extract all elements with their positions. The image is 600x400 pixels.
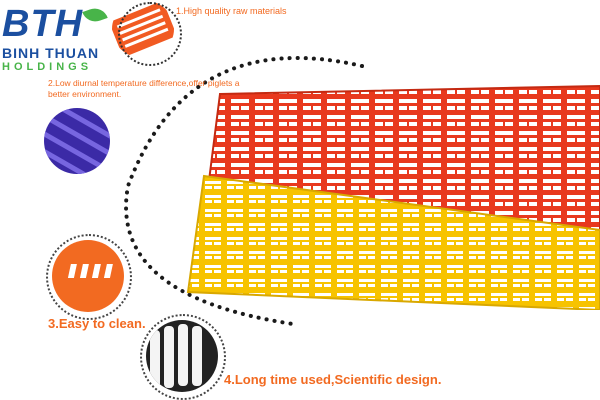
brand-subtitle: HOLDINGS xyxy=(2,61,93,73)
feature-label-4: 4.Long time used,Scientific design. xyxy=(224,372,442,387)
brand-logo: BTH BINH THUAN HOLDINGS xyxy=(2,4,120,74)
circle-ring-1 xyxy=(118,2,182,66)
circle-ring-4 xyxy=(140,314,226,400)
circle-ring-3 xyxy=(46,234,132,320)
brand-mark: BTH xyxy=(2,3,84,45)
yellow-plastic-slat-floor xyxy=(186,174,600,310)
dotted-arc xyxy=(124,56,364,326)
leaf-icon xyxy=(82,4,108,26)
blue-slat-floor-image xyxy=(44,108,110,174)
feature-label-3: 3.Easy to clean. xyxy=(48,316,146,331)
feature-label-1: 1.High quality raw materials xyxy=(176,6,287,16)
feature-label-2: 2.Low diurnal temperature difference,off… xyxy=(48,78,240,99)
product-image xyxy=(186,84,600,310)
brand-name: BINH THUAN xyxy=(2,45,100,61)
